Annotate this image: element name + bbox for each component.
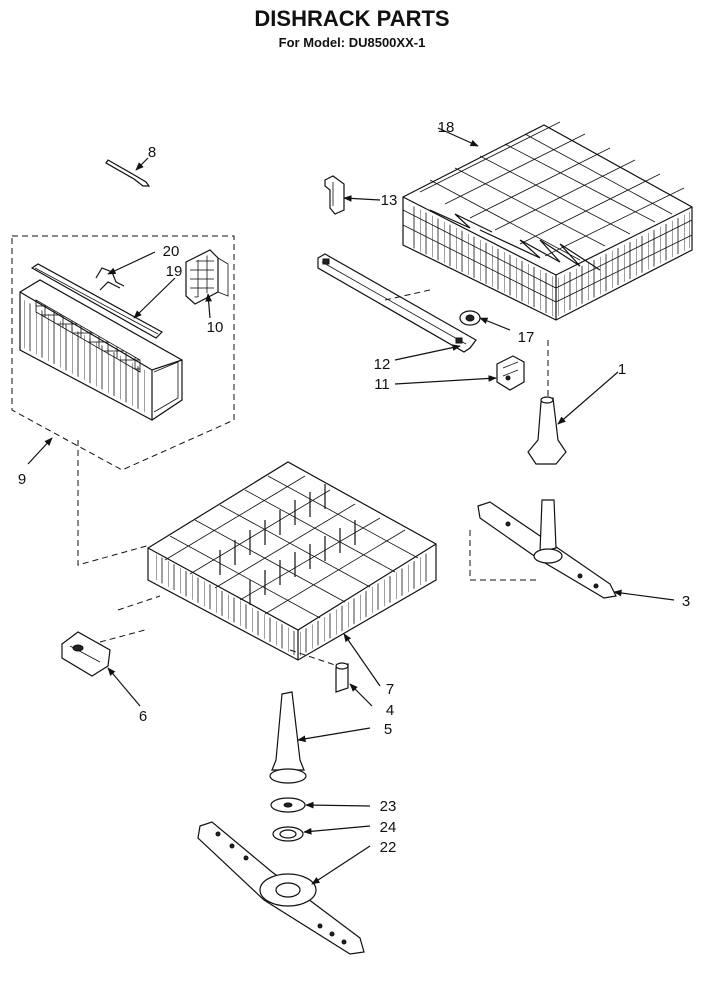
- part-17-wheel: [459, 310, 481, 326]
- guide-line-6: [99, 595, 161, 643]
- part-7-lower-rack: [147, 461, 437, 661]
- callout-23: 23: [380, 798, 397, 815]
- callout-10: 10: [207, 319, 224, 336]
- leader-lines: [27, 127, 675, 885]
- callout-9: 9: [18, 471, 26, 488]
- part-9-assembly-box: [11, 235, 235, 471]
- part-9-silverware-basket: [19, 279, 183, 421]
- part-13-clip: [324, 175, 345, 215]
- part-22-lower-spray-arm: [197, 821, 365, 955]
- callout-17: 17: [518, 329, 535, 346]
- part-11-stop: [496, 355, 525, 391]
- callout-8: 8: [148, 144, 156, 161]
- callout-4: 4: [386, 702, 394, 719]
- callout-6: 6: [139, 708, 147, 725]
- part-12-rail: [317, 253, 477, 353]
- part-5-spray-tube: [269, 691, 307, 784]
- guide-line-4: [289, 649, 336, 666]
- guide-line-3: [469, 530, 540, 581]
- part-24-ring: [272, 826, 304, 842]
- callout-19: 19: [166, 263, 183, 280]
- part-10-small-basket: [185, 249, 229, 305]
- part-4-bushing: [335, 662, 349, 693]
- callout-7: 7: [386, 681, 394, 698]
- part-20-hook: [95, 267, 125, 291]
- part-19-bar: [30, 263, 163, 339]
- callout-18: 18: [438, 119, 455, 136]
- callout-11: 11: [374, 376, 390, 393]
- callout-22: 22: [380, 839, 397, 856]
- page-title: DISHRACK PARTS: [254, 6, 449, 31]
- callout-1: 1: [618, 361, 626, 378]
- callout-5: 5: [384, 721, 392, 738]
- guide-line-12: [384, 289, 431, 301]
- callout-24: 24: [380, 819, 397, 836]
- guide-line-9: [77, 440, 151, 566]
- part-8-utensil: [105, 159, 151, 187]
- callout-13: 13: [381, 192, 398, 209]
- callout-3: 3: [682, 593, 690, 610]
- callout-20: 20: [163, 243, 180, 260]
- part-1-spray-tube: [527, 396, 567, 465]
- callout-12: 12: [374, 356, 391, 373]
- part-3-spray-arm: [477, 499, 617, 599]
- part-23-washer: [270, 797, 306, 813]
- part-6-clip: [61, 631, 111, 677]
- model-subtitle: For Model: DU8500XX-1: [279, 35, 426, 50]
- part-18-upper-rack: [402, 121, 693, 321]
